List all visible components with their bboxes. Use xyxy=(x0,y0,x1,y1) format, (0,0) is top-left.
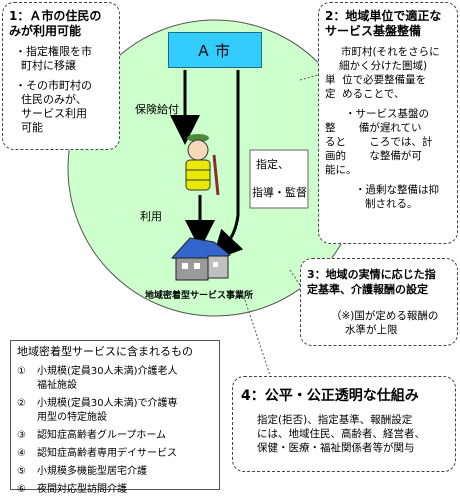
list-item-text: 小規模(定員30人未満)介護老人 xyxy=(37,366,178,377)
callout1-item2-line3: サービス利用 xyxy=(21,107,87,120)
callout2-line5: ・サービス基盤の xyxy=(345,108,429,120)
service-list-box: 地域密着型サービスに含まれるもの ① 小規模(定員30人未満)介護老人 福祉施設… xyxy=(10,340,220,495)
callout3-line2: 水準が上限 xyxy=(345,324,398,336)
callout3-title-line1: 3：地域の実情に応じた指 xyxy=(307,268,436,281)
callout1-item2-line2: 住民のみが、 xyxy=(21,93,87,106)
service-list-header: 地域密着型サービスに含まれるもの xyxy=(17,345,193,358)
label-payment: 保険給付 xyxy=(135,103,179,116)
list-item-number: ② xyxy=(17,398,26,409)
city-a-label: Ａ市 xyxy=(195,41,234,60)
callout2-line2: 細かく分けた圏域) xyxy=(339,60,428,72)
arrow-designation xyxy=(211,70,244,261)
callout1-item1-line2: 町村に移譲 xyxy=(21,59,76,72)
list-item-text: 福祉施設 xyxy=(37,380,77,391)
list-item-text: 用型の特定施設 xyxy=(37,412,107,423)
list-item-continuation: 用型の特定施設 xyxy=(17,411,213,425)
callout2-line8: 画的 な整備が可 xyxy=(325,150,422,162)
label-guidance: 指導・監督 xyxy=(252,186,307,199)
callout-regional-infrastructure: 2：地域単位で適正な サービス基盤整備 市町村(それをさらに 細かく分けた圏域)… xyxy=(318,2,458,244)
list-item-text: 認知症高齢者専用デイサービス xyxy=(37,448,177,459)
callout1-item1-line1: ・指定権限を市 xyxy=(15,45,92,58)
list-item: ① 小規模(定員30人未満)介護老人 xyxy=(17,365,213,379)
list-item-number: ④ xyxy=(17,448,26,459)
callout1-title-line1: 1：Ａ市の住民の xyxy=(9,9,102,23)
callout2-line3: 単 位で必要整備量を xyxy=(325,74,427,86)
elderly-person-icon xyxy=(185,134,220,196)
callout2-line7: ると ころでは、計 xyxy=(325,136,433,148)
callout4-line2: には、地域住民、高齢者、経営者、 xyxy=(257,428,425,440)
callout2-line6: 整 備が遅れてい xyxy=(325,122,422,134)
connector-callout4 xyxy=(244,299,271,376)
connector-callout2 xyxy=(299,74,319,81)
callout-local-standards: 3：地域の実情に応じた指 定基準、介護報酬の設定 （※)国が定める報酬の 水準が… xyxy=(300,258,458,346)
callout1-item2-line4: 可能 xyxy=(21,121,43,134)
callout4-line3: 保健・医療・福祉関係者等が関与 xyxy=(257,442,415,454)
list-item: ③ 認知症高齢者グループホーム xyxy=(17,429,213,443)
list-item-continuation: 福祉施設 xyxy=(17,379,213,393)
facility-building-icon xyxy=(170,237,232,281)
list-item: ② 小規模(定員30人未満)で介護専 xyxy=(17,397,213,411)
list-item: ⑤ 小規模多機能型居宅介護 xyxy=(17,465,213,479)
list-item-text: 夜間対応型訪問介護 xyxy=(37,484,127,495)
city-a-box: Ａ市 xyxy=(168,32,262,68)
callout1-title-line2: みが利用可能 xyxy=(9,24,82,38)
list-item-number: ⑥ xyxy=(17,484,26,495)
label-use: 利用 xyxy=(140,210,162,223)
callout-fair-transparent: 4：公平・公正透明な仕組み 指定(拒否)、指定基準、報酬設定 には、地域住民、高… xyxy=(232,376,456,472)
designation-label-box xyxy=(249,149,309,209)
callout2-title-line1: 2：地域単位で適正な xyxy=(325,9,442,23)
list-item-number: ③ xyxy=(17,430,26,441)
callout3-title-line2: 定基準、介護報酬の設定 xyxy=(307,283,428,296)
list-item-text: 小規模(定員30人未満)で介護専 xyxy=(37,398,178,409)
callout3-line1: （※)国が定める報酬の xyxy=(331,310,439,322)
list-item-number: ① xyxy=(17,366,26,377)
callout2-line1: 市町村(それをさらに xyxy=(341,46,440,58)
callout2-line10: ・過剰な整備は抑 xyxy=(355,184,439,196)
list-item: ⑥ 夜間対応型訪問介護 xyxy=(17,483,213,497)
callout2-line11: 制される。 xyxy=(365,198,418,210)
connector-callout3 xyxy=(289,269,301,286)
label-designate: 指定、 xyxy=(256,158,289,171)
callout-resident-only: 1：Ａ市の住民の みが利用可能 ・指定権限を市 町村に移譲 ・その市町村の 住民… xyxy=(2,2,120,150)
list-item: ④ 認知症高齢者専用デイサービス xyxy=(17,447,213,461)
callout1-item2-line1: ・その市町村の xyxy=(15,79,92,92)
list-item-text: 小規模多機能型居宅介護 xyxy=(37,466,147,477)
list-item-number: ⑤ xyxy=(17,466,26,477)
callout2-line9: 能に。 xyxy=(325,164,357,176)
callout4-line1: 指定(拒否)、指定基準、報酬設定 xyxy=(257,414,413,426)
callout4-title: 4：公平・公正透明な仕組み xyxy=(241,388,419,404)
facility-label: 地域密着型サービス事業所 xyxy=(145,291,254,301)
callout2-title-line2: サービス基盤整備 xyxy=(325,24,422,38)
list-item-text: 認知症高齢者グループホーム xyxy=(37,430,167,441)
callout2-line4: 定 めることで、 xyxy=(325,88,405,100)
